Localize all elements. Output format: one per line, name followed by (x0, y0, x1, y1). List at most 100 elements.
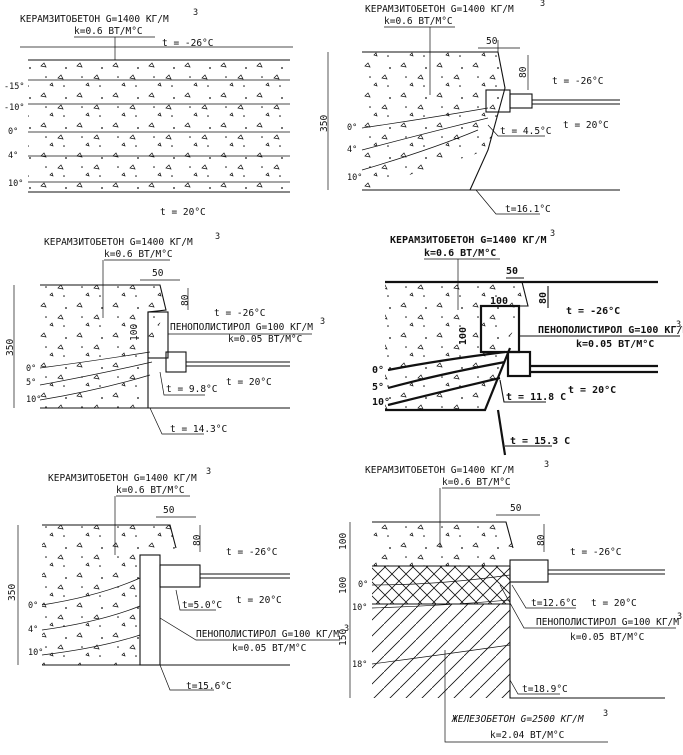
p4-insulation-label: ПЕНОПОЛИСТИРОЛ G=100 КГ/М (538, 325, 683, 336)
p3-t-corner: t = 9.8°C (166, 384, 217, 395)
p3-corner-leader (159, 371, 205, 396)
p6-dim-mid: 100 (338, 577, 349, 594)
p6-window-frame (509, 559, 549, 583)
p5-insulation-label: ПЕНОПОЛИСТИРОЛ G=100 КГ/М (196, 629, 339, 640)
p6-insulation-k: k=0.05 ВТ/М°С (570, 632, 644, 643)
p2-glazing (532, 99, 620, 105)
panel-2: КЕРАМЗИТОБЕТОН G=1400 КГ/М 3 k=0.6 ВТ/М°… (319, 0, 620, 215)
p5-insulation (139, 554, 161, 666)
p5-insulation-sup: 3 (344, 624, 349, 634)
p6-dim-width: 50 (510, 503, 522, 514)
p5-isotherm-curves (41, 577, 141, 656)
p5-k-label: k=0.6 ВТ/М°С (116, 485, 185, 496)
p2-window-sash (509, 93, 533, 109)
p5-t-inside: t = 20°C (236, 595, 282, 606)
p3-dim-ins: 100 (129, 324, 140, 341)
p1-leader (74, 36, 155, 60)
p2-dim-width: 50 (486, 36, 498, 47)
p3-dim-width: 50 (152, 268, 164, 279)
panel-3: КЕРАМЗИТОБЕТОН G=1400 КГ/М 3 k=0.6 ВТ/М°… (5, 232, 325, 435)
p5-glazing (200, 573, 290, 579)
p5-surface-leader (159, 664, 214, 691)
p2-wall-outline (362, 51, 620, 191)
p4-dim-width: 50 (506, 266, 518, 277)
p3-glazing (186, 361, 290, 367)
p1-material-sup: 3 (193, 8, 198, 18)
p1-k-label: k=0.6 ВТ/М°С (74, 26, 143, 37)
p3-t-inside: t = 20°C (226, 377, 272, 388)
p6-t-inside: t = 20°C (591, 598, 637, 609)
p2-isotherm-curves (361, 107, 489, 171)
p4-iso-1: 0° (372, 365, 384, 376)
p3-iso-3: 10° (26, 395, 41, 405)
p6-iso-3: 18° (352, 660, 367, 670)
p4-t-corner: t = 11.8 C (506, 392, 566, 403)
p6-dim-top: 100 (338, 533, 349, 550)
p4-isotherm-curves (387, 350, 506, 407)
p2-material-label: КЕРАМЗИТОБЕТОН G=1400 КГ/М (365, 4, 514, 15)
p4-material-sup: 3 (550, 229, 555, 239)
p1-iso-4: 4° (8, 151, 18, 161)
p2-dim-50-line (478, 40, 520, 52)
p6-ins-leader (499, 584, 676, 629)
p4-concrete-fill (385, 282, 528, 410)
p6-t-outside: t = -26°C (570, 547, 621, 558)
p4-t-outside: t = -26°C (566, 306, 620, 317)
p5-t-corner: t=5.0°C (182, 600, 222, 611)
p4-iso-2: 5° (372, 382, 384, 393)
p4-dim-ins: 100 (490, 296, 508, 307)
p5-window-frame (159, 564, 201, 588)
p6-dim-height: 80 (536, 534, 547, 546)
p6-concrete-top (372, 522, 513, 566)
p3-concrete-fill (40, 285, 166, 408)
p4-insulation-sup: 3 (676, 320, 681, 330)
p2-t-outside: t = -26°C (552, 76, 603, 87)
p5-t-outside: t = -26°C (226, 547, 277, 558)
p6-insulation-sup: 3 (677, 612, 682, 622)
p2-iso-1: 0° (347, 123, 357, 133)
p3-material-label: КЕРАМЗИТОБЕТОН G=1400 КГ/М (44, 237, 193, 248)
p4-glazing (530, 364, 658, 374)
p6-iso-1: 0° (358, 580, 368, 590)
p6-t-corner: t=12.6°C (531, 598, 577, 609)
panel-6: КЕРАМЗИТОБЕТОН G=1400 КГ/М 3 k=0.6 ВТ/М°… (338, 460, 682, 743)
p3-material-sup: 3 (215, 232, 220, 242)
p6-k-label: k=0.6 ВТ/М°С (442, 477, 511, 488)
p1-isotherm-lines (28, 79, 290, 183)
p3-k-label: k=0.6 ВТ/М°С (104, 249, 173, 260)
p5-iso-3: 10° (28, 648, 43, 658)
p5-dim-wall: 350 (7, 584, 18, 601)
p4-t-surface: t = 15.3 C (510, 436, 570, 447)
p1-t-outside: t = -26°C (162, 38, 213, 49)
p3-insulation-sup: 3 (320, 317, 325, 327)
p6-surface-leader (509, 679, 560, 695)
p4-wall-outline (385, 280, 658, 456)
p5-concrete-fill (42, 525, 176, 665)
p6-corner-leader (511, 584, 576, 609)
p6-glazing (548, 569, 665, 575)
p5-iso-2: 4° (28, 625, 38, 635)
p5-ins-leader (159, 617, 340, 641)
p3-dim-height: 80 (180, 294, 191, 306)
p6-concrete-label: ЖЕЛЕЗОБЕТОН G=2500 КГ/М (451, 714, 584, 725)
p2-material-sup: 3 (540, 0, 545, 9)
p3-insulation-k: k=0.05 ВТ/М°С (228, 334, 302, 345)
p3-iso-1: 0° (26, 364, 36, 374)
p5-corner-leader (175, 589, 216, 611)
p4-t-inside: t = 20°C (568, 385, 616, 396)
p5-material-sup: 3 (206, 467, 211, 477)
p3-t-outside: t = -26°C (214, 308, 265, 319)
p3-dim-wall: 350 (5, 339, 16, 356)
p1-iso-5: 10° (8, 179, 23, 189)
p1-material-label: КЕРАМЗИТОБЕТОН G=1400 КГ/М (20, 14, 169, 25)
p2-surface-leader (475, 189, 540, 215)
p5-t-surface: t=15.6°C (186, 681, 232, 692)
p4-material-label: КЕРАМЗИТОБЕТОН G=1400 КГ/М (390, 235, 547, 246)
p2-t-inside: t = 20°C (563, 120, 609, 131)
p6-dim-bot: 150 (338, 629, 349, 646)
panel-1: КЕРАМЗИТОБЕТОН G=1400 КГ/М 3 k=0.6 ВТ/М°… (4, 8, 293, 218)
p4-corner-leader (499, 379, 546, 403)
p3-t-surface: t = 14.3°C (170, 424, 227, 435)
